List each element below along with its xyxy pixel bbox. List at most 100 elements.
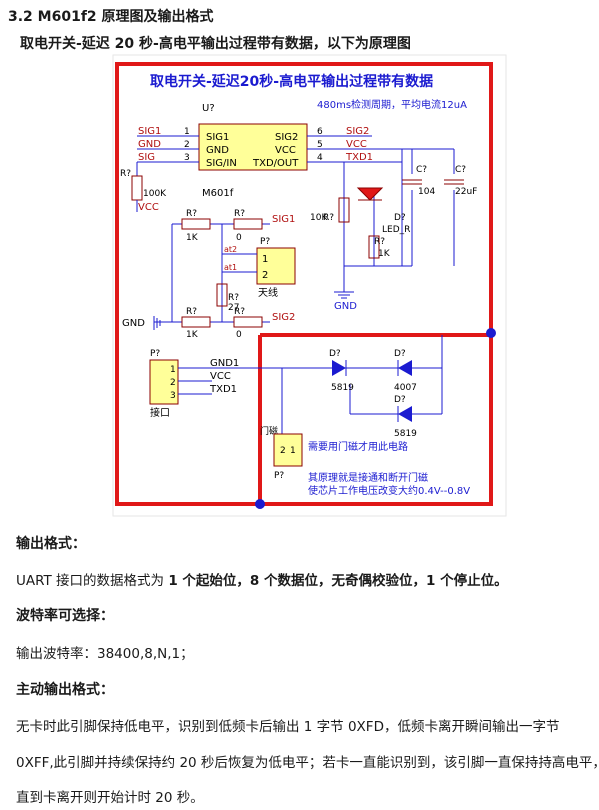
gnd-left-label: GND (122, 318, 145, 329)
svg-text:R?: R? (228, 293, 239, 303)
note-principle-2: 使芯片工作电压改变大约0.4V--0.8V (308, 484, 470, 497)
svg-text:R?: R? (323, 213, 334, 223)
note-door: 需要用门磁才用此电路 (308, 440, 408, 453)
net-txd1-right: TXD1 (345, 152, 373, 163)
ic-pin-txd: TXD/OUT (252, 158, 299, 169)
net-sig1-out: SIG1 (272, 214, 295, 225)
output-format-prefix: UART 接口的数据格式为 (16, 573, 169, 589)
svg-text:1K: 1K (186, 330, 199, 340)
svg-text:0: 0 (236, 330, 242, 340)
svg-text:2: 2 (184, 140, 190, 150)
svg-text:10K: 10K (310, 213, 328, 223)
svg-text:1: 1 (170, 365, 176, 375)
net-sig1-left: SIG1 (138, 126, 161, 137)
baud-line: 输出波特率：38400,8,N,1； (16, 646, 194, 662)
svg-text:C?: C? (455, 165, 466, 175)
svg-text:3: 3 (184, 153, 190, 163)
svg-text:5819: 5819 (331, 383, 354, 393)
svg-text:4: 4 (317, 153, 323, 163)
svg-text:5: 5 (317, 140, 323, 150)
svg-text:C?: C? (416, 165, 427, 175)
output-format-bold: 1 个起始位，8 个数据位，无奇偶校验位，1 个停止位。 (168, 573, 508, 589)
svg-text:D?: D? (329, 349, 341, 359)
resistor-10k (338, 197, 350, 223)
svg-text:1K: 1K (186, 233, 199, 243)
svg-text:天线: 天线 (258, 286, 278, 299)
output-format-heading: 输出格式： (16, 536, 86, 552)
schematic-diagram: 取电开关-延迟20秒-高电平输出过程带有数据 480ms检测周期，平均电流12u… (112, 54, 507, 517)
junction-bottom (255, 499, 265, 509)
svg-text:P?: P? (274, 471, 284, 481)
svg-text:D?: D? (394, 349, 406, 359)
diode-5819-b (398, 406, 412, 422)
net-sig2-out: SIG2 (272, 312, 295, 323)
svg-text:R?: R? (374, 237, 385, 247)
door-magnet-connector (273, 433, 303, 467)
svg-text:接口: 接口 (150, 406, 170, 419)
net-vcc-left: VCC (138, 202, 159, 213)
antenna-connector (256, 247, 296, 285)
svg-text:VCC: VCC (210, 371, 231, 382)
ic-part: M601f (202, 188, 234, 199)
svg-text:2: 2 (262, 270, 268, 281)
svg-text:GND1: GND1 (210, 358, 239, 369)
svg-text:5819: 5819 (394, 429, 417, 439)
cap-104: 104 (418, 187, 435, 197)
svg-text:P?: P? (150, 349, 160, 359)
svg-text:1: 1 (184, 127, 190, 137)
net-gnd-left: GND (138, 139, 161, 150)
svg-text:6: 6 (317, 127, 323, 137)
resistor-1k-top (181, 218, 211, 230)
resistor-0-top (233, 218, 263, 230)
resistor-27 (216, 283, 228, 307)
svg-text:R?: R? (186, 209, 197, 219)
svg-text:4007: 4007 (394, 383, 417, 393)
ic-pin-sigin: SIG/IN (206, 158, 237, 169)
svg-text:3: 3 (170, 391, 176, 401)
active-line-1: 无卡时此引脚保持低电平，识别到低频卡后输出 1 字节 0XFD，低频卡离开瞬间输… (16, 719, 560, 735)
svg-text:D?: D? (394, 213, 406, 223)
svg-text:LED_R: LED_R (382, 225, 410, 235)
svg-text:R?: R? (234, 209, 245, 219)
net-vcc-right: VCC (346, 139, 367, 150)
note-top: 480ms检测周期，平均电流12uA (317, 98, 467, 111)
intro-heading: 取电开关-延迟 20 秒-高电平输出过程带有数据，以下为原理图 (20, 36, 411, 52)
note-principle-1: 其原理就是接通和断开门磁 (308, 471, 428, 484)
resistor-1k-bottom (181, 316, 211, 328)
diode-4007 (398, 360, 412, 376)
svg-text:1: 1 (290, 446, 296, 456)
svg-text:1: 1 (262, 254, 268, 265)
ic-pin-gnd: GND (206, 145, 229, 156)
svg-text:2: 2 (280, 446, 286, 456)
interface-connector (149, 359, 179, 405)
svg-text:0: 0 (236, 233, 242, 243)
svg-text:TXD1: TXD1 (209, 384, 237, 395)
schematic-title: 取电开关-延迟20秒-高电平输出过程带有数据 (150, 73, 433, 90)
baud-heading: 波特率可选择： (16, 608, 114, 624)
section-title: 3.2 M601f2 原理图及输出格式 (8, 9, 214, 25)
resistor-1k-led (368, 235, 380, 259)
svg-text:27: 27 (228, 303, 239, 313)
schematic-frame (115, 62, 493, 506)
svg-text:100K: 100K (143, 189, 167, 199)
active-heading: 主动输出格式： (16, 682, 114, 698)
ic-pin-vcc: VCC (275, 145, 296, 156)
svg-text:1K: 1K (378, 249, 391, 259)
junction-right (486, 328, 496, 338)
led-red (356, 187, 384, 201)
svg-text:2: 2 (170, 378, 176, 388)
svg-text:R?: R? (186, 307, 197, 317)
net-sig-left: SIG (138, 152, 155, 163)
active-line-2: 0XFF,此引脚并持续保持约 20 秒后恢复为低电平；若卡一直能识别到，该引脚一… (16, 755, 599, 771)
resistor-100k (131, 175, 143, 201)
cap-22uf: 22uF (455, 187, 477, 197)
diode-5819-a (332, 360, 346, 376)
ic-ref: U? (202, 103, 215, 114)
svg-text:R?: R? (234, 307, 245, 317)
active-line-3: 直到卡离开则开始计时 20 秒。 (16, 790, 204, 806)
ic-pin-sig1: SIG1 (206, 132, 229, 143)
ic-pin-sig2: SIG2 (275, 132, 298, 143)
net-sig2-right: SIG2 (346, 126, 369, 137)
svg-text:P?: P? (260, 237, 270, 247)
gnd-bottom-label: GND (334, 301, 357, 312)
